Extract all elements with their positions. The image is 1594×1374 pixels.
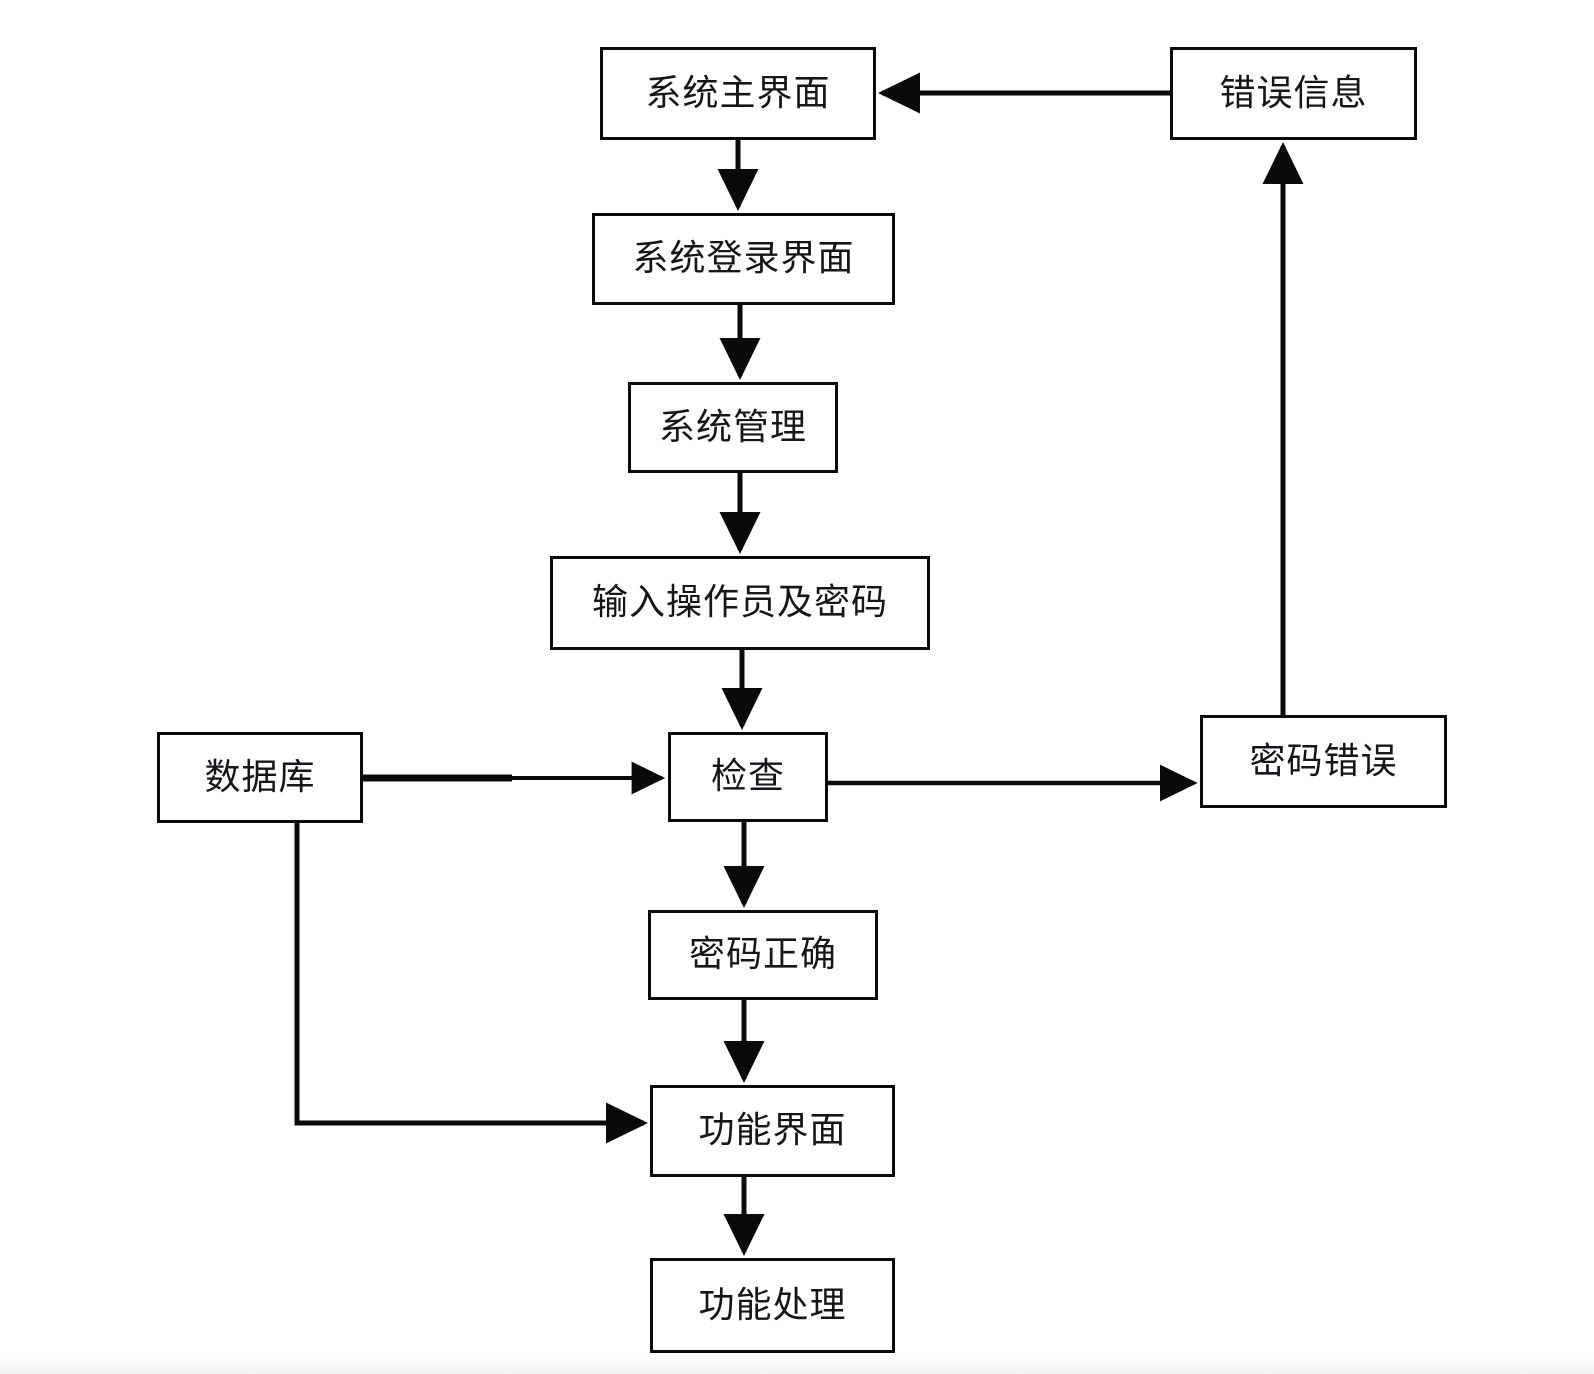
node-function-ui-label: 功能界面 xyxy=(698,1110,847,1151)
node-main-ui-label: 系统主界面 xyxy=(645,72,831,113)
node-password-ok[interactable]: 密码正确 xyxy=(648,910,878,1000)
page-bottom-strip xyxy=(0,1358,1594,1374)
node-input-credentials[interactable]: 输入操作员及密码 xyxy=(550,556,930,650)
node-function-proc[interactable]: 功能处理 xyxy=(650,1258,895,1353)
node-function-proc-label: 功能处理 xyxy=(698,1284,847,1325)
node-sys-manage[interactable]: 系统管理 xyxy=(628,382,838,473)
node-sys-manage-label: 系统管理 xyxy=(658,406,807,447)
node-check-label: 检查 xyxy=(710,756,785,797)
node-password-wrong[interactable]: 密码错误 xyxy=(1200,715,1447,808)
node-database-label: 数据库 xyxy=(204,756,316,797)
node-input-credentials-label: 输入操作员及密码 xyxy=(591,582,888,623)
node-login-ui[interactable]: 系统登录界面 xyxy=(592,213,895,305)
edge-database-to-function-ui xyxy=(294,823,649,1144)
node-check[interactable]: 检查 xyxy=(668,732,828,822)
node-main-ui[interactable]: 系统主界面 xyxy=(600,47,876,140)
node-password-ok-label: 密码正确 xyxy=(688,934,837,975)
node-error-msg-label: 错误信息 xyxy=(1219,72,1368,113)
node-login-ui-label: 系统登录界面 xyxy=(632,238,855,279)
node-password-wrong-label: 密码错误 xyxy=(1249,740,1398,781)
node-error-msg[interactable]: 错误信息 xyxy=(1170,47,1417,140)
node-function-ui[interactable]: 功能界面 xyxy=(650,1085,895,1177)
node-database[interactable]: 数据库 xyxy=(157,732,363,823)
